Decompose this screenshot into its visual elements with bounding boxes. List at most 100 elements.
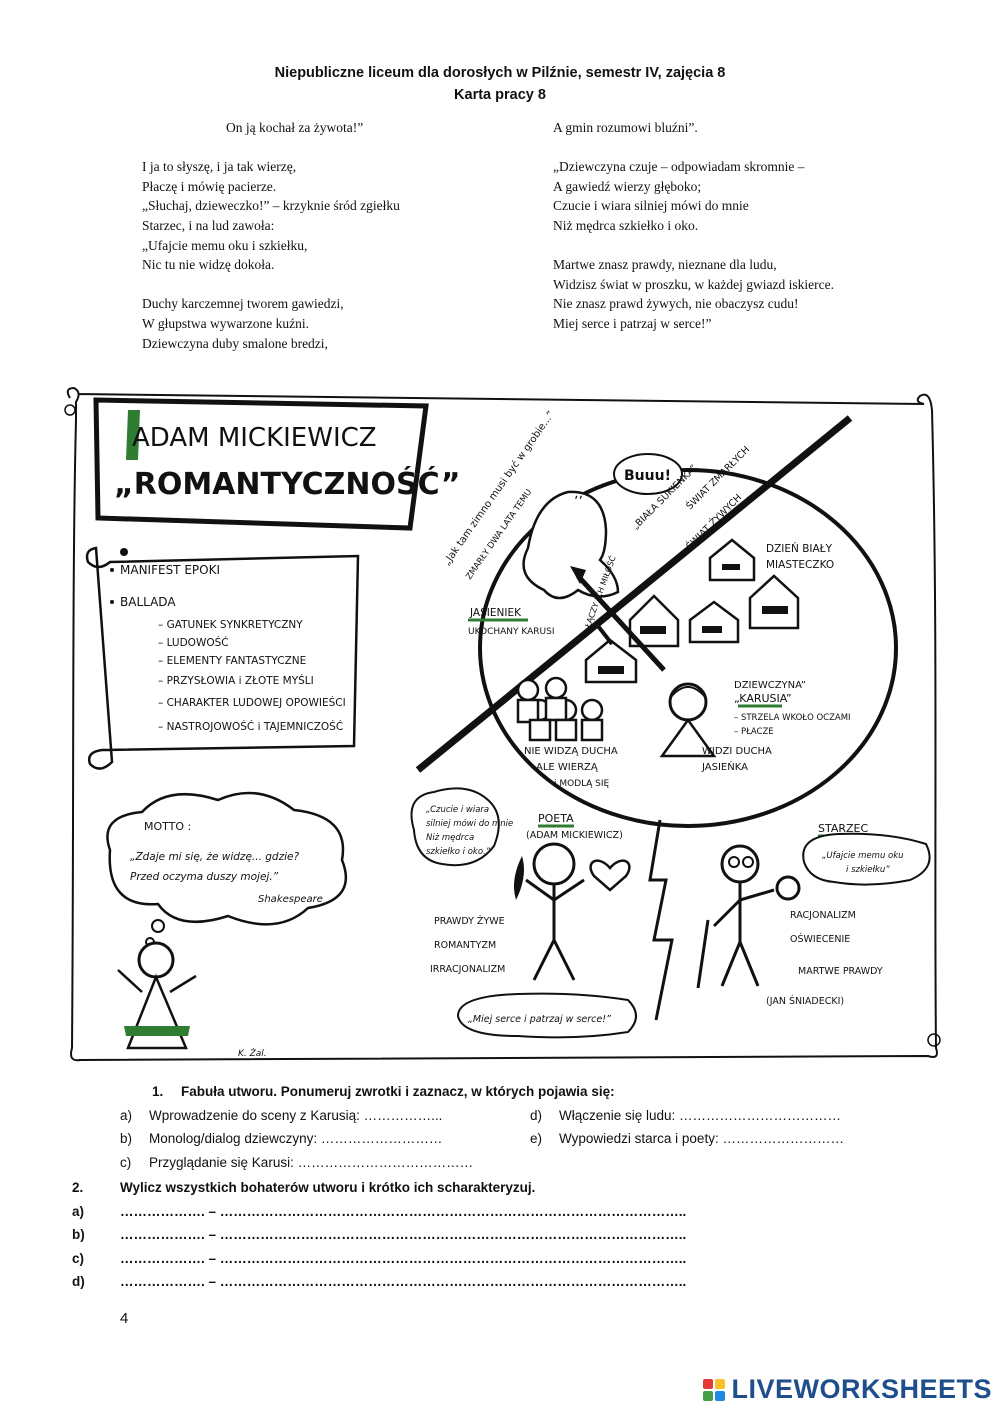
bullet: [110, 568, 114, 572]
poem-line: A gawiedź wierzy głęboko;: [553, 178, 702, 194]
title-work: „ROMANTYCZNOŚĆ”: [114, 465, 460, 502]
label-karusia: „KARUSIA”: [734, 692, 792, 705]
task2-letter: a): [72, 1204, 85, 1219]
house-windows: [598, 564, 788, 674]
old-man-quote: „Ufajcie memu oku: [822, 851, 904, 861]
label-people: i MODLĄ SIĘ: [554, 779, 610, 789]
label-girl: DZIEWCZYNA”: [734, 680, 806, 691]
ghost-bubble-text: Buuu!: [624, 468, 671, 484]
poet-speech-bubble: [456, 992, 637, 1039]
logo-square: [715, 1390, 726, 1401]
people-group: [516, 676, 604, 742]
label-poet-name: (ADAM MICKIEWICZ): [526, 830, 623, 841]
motto-line: „Zdaje mi się, że widzę... gdzie?: [130, 851, 299, 863]
poet-value: ROMANTYZM: [434, 940, 496, 951]
task2-answer-line[interactable]: ………………. – …………………………………………………………………………………: [120, 1251, 687, 1266]
poem-line: On ją kochał za żywota!”: [226, 120, 364, 135]
poem-line: „Ufajcie memu oku i szkiełku,: [142, 237, 308, 253]
label-sees-ghost: WIDZI DUCHA: [702, 746, 772, 757]
task1-item[interactable]: Włączenie się ludu: ………………………………: [559, 1108, 842, 1123]
label-beloved: UKOCHANY KARUSI: [468, 627, 555, 637]
old-man-value: (JAN ŚNIADECKI): [766, 995, 844, 1007]
task2-letter: b): [72, 1227, 85, 1242]
logo-text: LIVEWORKSHEETS: [731, 1374, 992, 1404]
label-old-man: STARZEC: [818, 822, 869, 835]
poem-line: A gmin rozumowi bluźni”.: [553, 120, 698, 135]
cane: [696, 919, 710, 989]
task1-item[interactable]: Wypowiedzi starca i poety: ………………………: [559, 1131, 844, 1146]
task1-letter: c): [120, 1155, 132, 1170]
ballada-feature: – LUDOWOŚĆ: [158, 636, 229, 649]
poet-quote: silniej mówi do mnie: [426, 818, 513, 829]
narrator-head: [137, 941, 175, 979]
girl-head: [668, 682, 708, 722]
page-number: 4: [120, 1310, 129, 1327]
logo-square: [703, 1378, 714, 1389]
frame-curl: [927, 1033, 941, 1047]
old-man-value: RACJONALIZM: [790, 910, 856, 921]
task2-answer-line[interactable]: ………………. – …………………………………………………………………………………: [120, 1227, 687, 1242]
ghost-figure: [522, 490, 620, 600]
poet-quote: „Czucie i wiara: [426, 805, 489, 815]
label-jasienka: JASIEŃKA: [701, 760, 748, 773]
wheat-icon: [514, 856, 524, 900]
task1-item[interactable]: Wprowadzenie do sceny z Karusią: ……………..…: [149, 1108, 443, 1123]
girl-dress: [659, 717, 717, 758]
label-town: MIASTECZKO: [766, 559, 834, 571]
poem-right-column: A gmin rozumowi bluźni”. „Dziewczyna czu…: [553, 118, 834, 334]
label-day: DZIEŃ BIAŁY: [766, 542, 833, 555]
poem-line: Martwe znasz prawdy, nieznane dla ludu,: [553, 257, 777, 273]
task1-letter: a): [120, 1108, 133, 1123]
task1-letter: b): [120, 1131, 133, 1146]
poem-line: Czucie i wiara silniej mówi do mnie: [553, 198, 749, 214]
title-accent: [126, 410, 140, 460]
header-school: Niepubliczne liceum dla dorosłych w Pilź…: [274, 65, 726, 81]
logo-squares-icon: [703, 1378, 726, 1401]
task2-letter: c): [72, 1251, 85, 1266]
logo-square: [715, 1378, 726, 1389]
love-arrow-short: [596, 624, 614, 646]
old-man-value: OŚWIECENIE: [790, 933, 850, 945]
frame: [66, 386, 938, 1062]
poem-line: „Dziewczyna czuje – odpowiadam skromnie …: [553, 159, 805, 175]
task2-letter: d): [72, 1274, 85, 1289]
logo-square: [703, 1390, 714, 1401]
scroll-item-ballada: BALLADA: [120, 595, 176, 609]
world-circle: [478, 468, 898, 828]
poem-line: Niż mędrca szkiełko i oko.: [553, 217, 699, 233]
motto-cloud: [106, 791, 348, 926]
poem-line: Widzisz świat w proszku, w każdej gwiazd…: [553, 276, 834, 292]
task2-answer-line[interactable]: ………………. – …………………………………………………………………………………: [120, 1204, 687, 1219]
task2-answer-line[interactable]: ………………. – …………………………………………………………………………………: [120, 1274, 687, 1289]
poem-line: Miej serce i patrzaj w serce!”: [553, 315, 712, 331]
old-man-value: MARTWE PRAWDY: [798, 966, 883, 977]
task1-item[interactable]: Przyglądanie się Karusi: …………………………………: [149, 1155, 474, 1170]
motto-line: Przed oczyma duszy mojej.”: [130, 871, 279, 883]
task1-letter: e): [530, 1131, 543, 1146]
ballada-feature: – CHARAKTER LUDOWEJ OPOWIEŚCI: [158, 696, 346, 709]
poem-line: Nic tu nie widzę dokoła.: [142, 257, 275, 273]
poem-line: Płaczę i mówię pacierze.: [142, 178, 277, 194]
karusia-trait: – PŁACZE: [734, 727, 774, 737]
poet-value: PRAWDY ŻYWE: [434, 916, 505, 927]
task2-title: Wylicz wszystkich bohaterów utworu i kró…: [120, 1180, 536, 1195]
dividing-line: [415, 415, 853, 773]
title-author: ADAM MICKIEWICZ: [132, 423, 377, 453]
magnifier-icon: [775, 875, 801, 901]
glasses-icon: [742, 856, 754, 868]
karusia-trait: – STRZELA WKOŁO OCZAMI: [734, 713, 851, 723]
poet-bubble: [410, 787, 500, 867]
task1-title: Fabuła utworu. Ponumeruj zwrotki i zazna…: [181, 1084, 615, 1099]
poem-line: Dziewczyna duby smalone bredzi,: [142, 335, 328, 351]
old-man-bubble: [802, 832, 931, 886]
header-worksheet-title: Karta pracy 8: [454, 87, 546, 103]
task1-item[interactable]: Monolog/dialog dziewczyny: ………………………: [149, 1131, 443, 1146]
liveworksheets-logo[interactable]: LIVEWORKSHEETS: [703, 1374, 992, 1405]
motto-author: Shakespeare: [258, 894, 323, 905]
glasses-icon: [728, 856, 740, 868]
scroll-item-manifest: MANIFEST EPOKI: [120, 563, 220, 577]
worksheet-header: Niepubliczne liceum dla dorosłych w Pilź…: [0, 62, 1000, 106]
task2-number: 2.: [72, 1180, 84, 1195]
bullet: [110, 600, 114, 604]
poem-line: „Słuchaj, dzieweczko!” – krzyknie śród z…: [142, 198, 400, 214]
